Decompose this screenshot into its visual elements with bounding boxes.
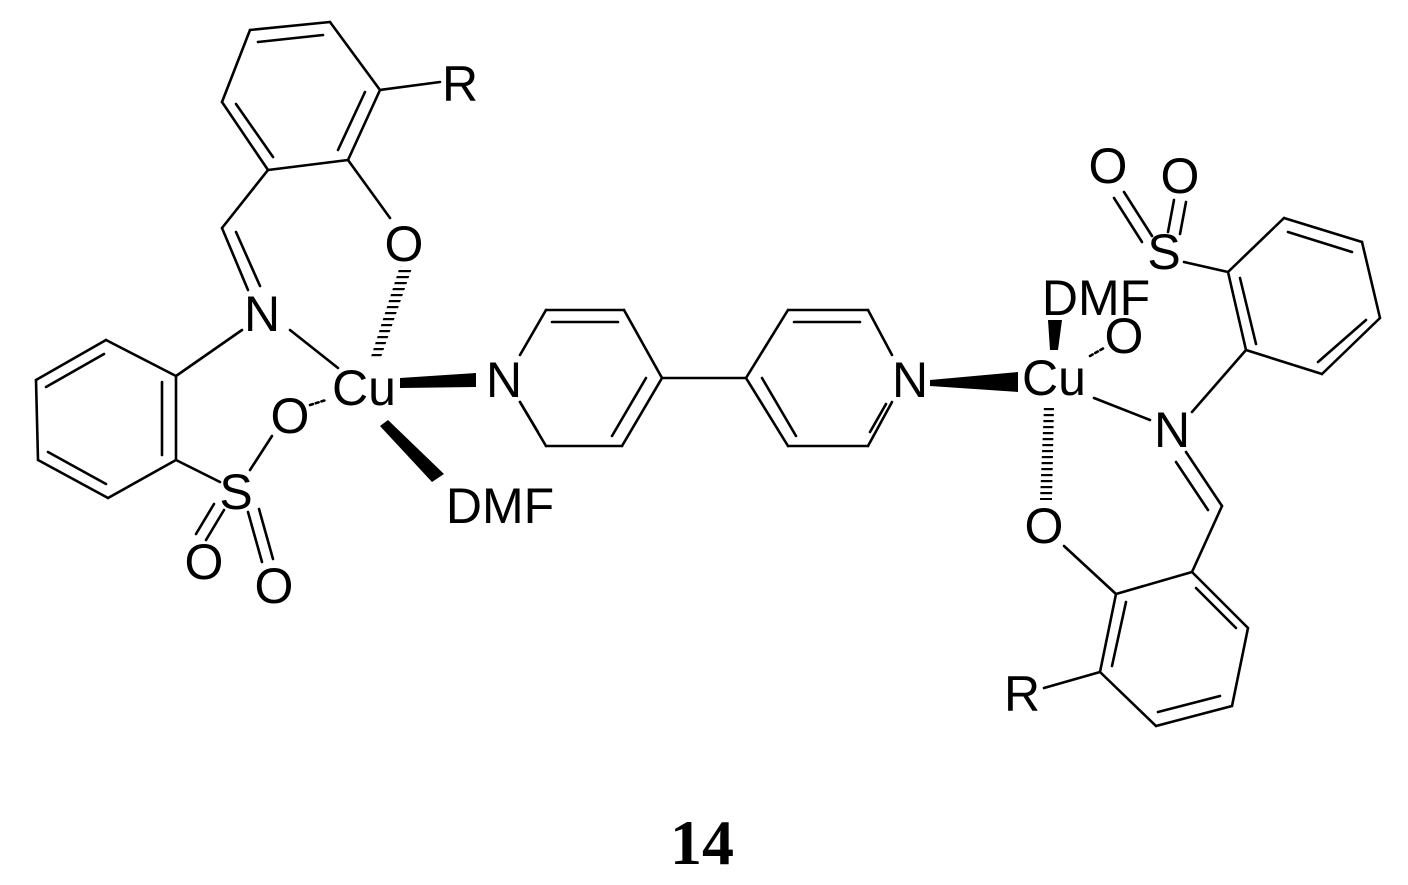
atom-s: S: [1147, 224, 1180, 280]
atom-r: R: [1004, 666, 1040, 722]
atom-o: O: [1161, 148, 1200, 204]
right-copper-unit: [930, 190, 1382, 728]
right-sulfonate-ring: [1226, 216, 1382, 376]
atom-labels: R O N Cu O S O O DMF N N O O S DMF O Cu …: [185, 56, 1200, 722]
atom-n: N: [486, 352, 522, 408]
ligand-dmf: DMF: [1042, 270, 1150, 326]
atom-cu: Cu: [1022, 350, 1086, 406]
atom-n: N: [244, 286, 280, 342]
atom-r: R: [442, 56, 478, 112]
bipyridine-bridge: [518, 308, 894, 448]
left-sulfonate-ring: [34, 338, 178, 500]
atom-n: N: [892, 352, 928, 408]
atom-o: O: [1025, 498, 1064, 554]
left-phenol-ring: [220, 20, 382, 172]
right-phenol-ring: [1098, 570, 1250, 728]
atom-o: O: [271, 388, 310, 444]
atom-o: O: [385, 216, 424, 272]
ligand-dmf: DMF: [446, 478, 554, 534]
atom-n: N: [1154, 402, 1190, 458]
atom-o: O: [1105, 308, 1144, 364]
atom-o: O: [1089, 138, 1128, 194]
atom-o: O: [185, 534, 224, 590]
left-copper-unit: [34, 20, 476, 564]
atom-s: S: [219, 464, 252, 520]
atom-cu: Cu: [332, 360, 396, 416]
atom-o: O: [255, 558, 294, 614]
compound-number: 14: [670, 807, 734, 878]
